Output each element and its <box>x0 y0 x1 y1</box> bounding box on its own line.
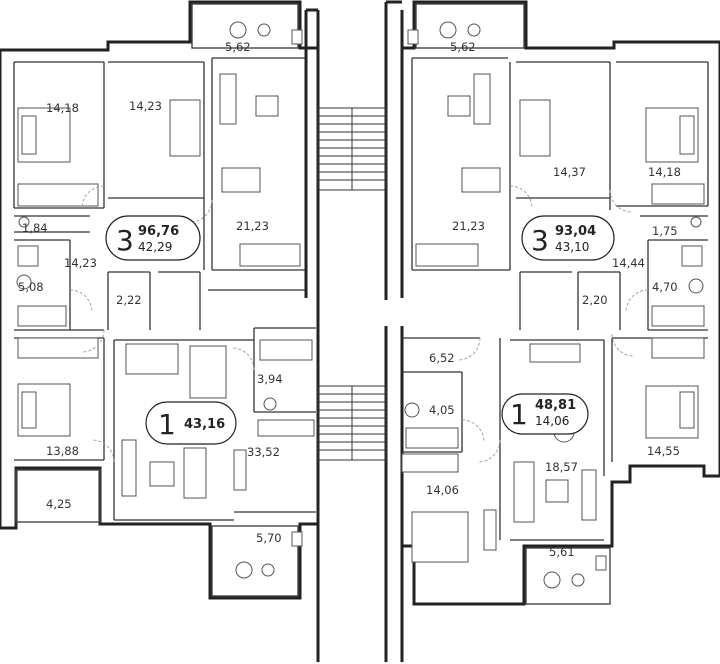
apartment-badge: 3 96,76 42,29 <box>105 215 201 261</box>
badge-rooms: 1 <box>510 398 528 431</box>
room-area-label: 5,62 <box>225 40 251 54</box>
badge-rooms: 3 <box>531 224 549 257</box>
room-area-label: 5,08 <box>18 280 44 294</box>
room-area-label: 14,06 <box>426 483 459 497</box>
badge-total-area: 48,81 <box>535 398 576 413</box>
stairs <box>317 107 387 461</box>
room-area-label: 2,20 <box>582 293 608 307</box>
badge-living-area: 42,29 <box>138 240 172 254</box>
room-area-label: 14,44 <box>612 256 645 270</box>
room-area-label: 21,23 <box>452 219 485 233</box>
apartment-badge: 1 43,16 <box>145 401 237 445</box>
room-area-label: 2,22 <box>116 293 142 307</box>
room-area-label: 1,75 <box>652 224 678 238</box>
room-area-label: 14,18 <box>46 101 79 115</box>
apartment-badge: 3 93,04 43,10 <box>521 215 615 261</box>
room-area-label: 4,05 <box>429 403 455 417</box>
badge-total-area: 96,76 <box>138 224 179 239</box>
badge-rooms: 1 <box>158 408 176 441</box>
furniture <box>16 73 705 563</box>
room-area-label: 5,62 <box>450 40 476 54</box>
room-area-label: 4,25 <box>46 497 72 511</box>
room-area-label: 21,23 <box>236 219 269 233</box>
room-area-label: 18,57 <box>545 460 578 474</box>
room-area-label: 6,52 <box>429 351 455 365</box>
balconies <box>15 3 611 605</box>
room-area-label: 5,70 <box>256 531 282 545</box>
apartment-badge: 1 48,81 14,06 <box>501 393 589 435</box>
room-area-label: 14,23 <box>64 256 97 270</box>
room-area-label: 14,23 <box>129 99 162 113</box>
badge-rooms: 3 <box>116 224 134 257</box>
badge-total-area: 93,04 <box>555 224 596 239</box>
badge-living-area: 14,06 <box>535 414 569 428</box>
walls-right <box>384 0 720 662</box>
room-area-label: 14,18 <box>648 165 681 179</box>
room-area-label: 14,37 <box>553 165 586 179</box>
room-area-label: 5,61 <box>549 545 575 559</box>
room-area-labels: 5,62 5,62 14,18 14,23 21,23 21,23 14,37 … <box>18 40 681 559</box>
room-area-label: 14,55 <box>647 444 680 458</box>
room-area-label: 33,52 <box>247 445 280 459</box>
room-area-label: 13,88 <box>46 444 79 458</box>
door-swings <box>69 185 649 463</box>
room-area-label: 1,84 <box>22 221 48 235</box>
room-area-label: 3,94 <box>257 372 283 386</box>
badge-total-area: 43,16 <box>184 417 225 432</box>
badge-living-area: 43,10 <box>555 240 589 254</box>
room-area-label: 4,70 <box>652 280 678 294</box>
